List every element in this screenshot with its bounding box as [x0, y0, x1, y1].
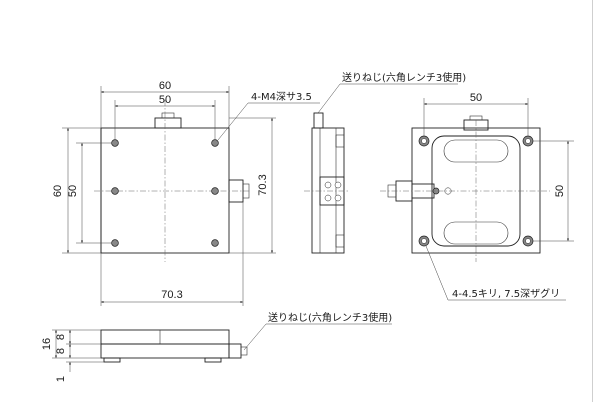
side-view: 送りねじ(六角レンチ3使用)	[304, 71, 466, 254]
dim-side-16: 16	[41, 338, 53, 350]
dim-bottom-70-3: 70.3	[161, 289, 182, 301]
note-counterbore: 4-4.5キリ, 7.5深ザグリ	[452, 287, 560, 300]
dim-side-8-upper: 8	[55, 334, 67, 340]
dim-top-50: 50	[159, 94, 171, 106]
dim-left-50: 50	[67, 185, 79, 197]
dim-side-8-lower: 8	[55, 348, 67, 354]
dim-right-view-50-v: 50	[554, 185, 566, 197]
bottom-upper-plate	[100, 329, 230, 345]
feed-screw-knob-top	[154, 117, 182, 129]
note-feed-screw-bottom: 送りねじ(六角レンチ3使用)	[268, 311, 392, 324]
page-edge-line	[592, 0, 593, 402]
dim-left-60: 60	[52, 185, 64, 197]
note-thread-holes: 4-M4深サ3.5	[251, 91, 312, 103]
bottom-side-view: 16 8 8 1 送りねじ(六角レンチ3使用)	[41, 311, 392, 382]
right-view: 50 50 4-4.5キリ, 7.5深ザグリ	[380, 92, 574, 301]
dim-top-60: 60	[159, 80, 171, 92]
right-counterbore-holes	[418, 135, 534, 247]
bottom-lower-plate	[100, 343, 230, 359]
dim-right-view-50-h: 50	[470, 92, 482, 104]
note-feed-screw-top: 送りねじ(六角レンチ3使用)	[342, 71, 466, 84]
front-view: 60 50 60 50 70.3 70.3	[52, 80, 320, 306]
dim-right-70-3: 70.3	[257, 174, 269, 195]
dim-side-1: 1	[55, 376, 67, 382]
